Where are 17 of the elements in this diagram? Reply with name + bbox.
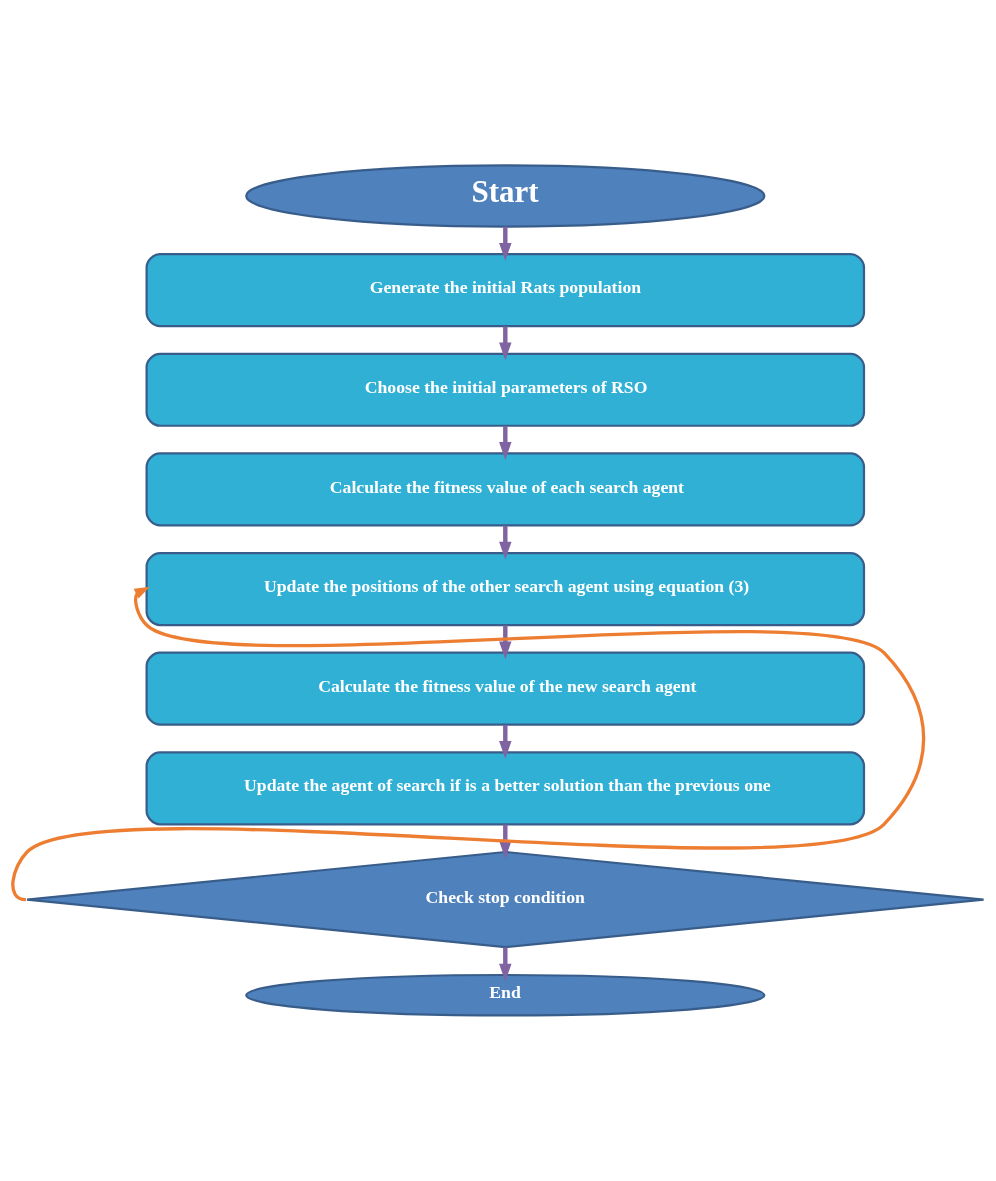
arrow xyxy=(499,824,512,859)
node-box: Update the positions of the other search agent using equation (3) xyxy=(145,551,866,627)
node-ellipse: End xyxy=(245,973,766,1017)
node-diamond: Check stop condition xyxy=(25,850,985,949)
node-box: Calculate the fitness value of the new search agent xyxy=(145,651,866,726)
arrow xyxy=(499,947,512,982)
arrow xyxy=(499,525,512,560)
arrow xyxy=(499,426,512,460)
arrow xyxy=(499,724,512,759)
node-box: Calculate the fitness value of each search agent xyxy=(145,452,866,527)
arrow xyxy=(499,326,512,361)
node-box: Update the agent of search if is a better solution than the previous one xyxy=(145,751,866,826)
arrow xyxy=(499,226,512,261)
node-box: Choose the initial parameters of RSO xyxy=(145,352,866,427)
node-box: Generate the initial Rats population xyxy=(145,253,866,328)
arrow xyxy=(11,586,926,901)
node-ellipse: Start xyxy=(245,164,766,228)
